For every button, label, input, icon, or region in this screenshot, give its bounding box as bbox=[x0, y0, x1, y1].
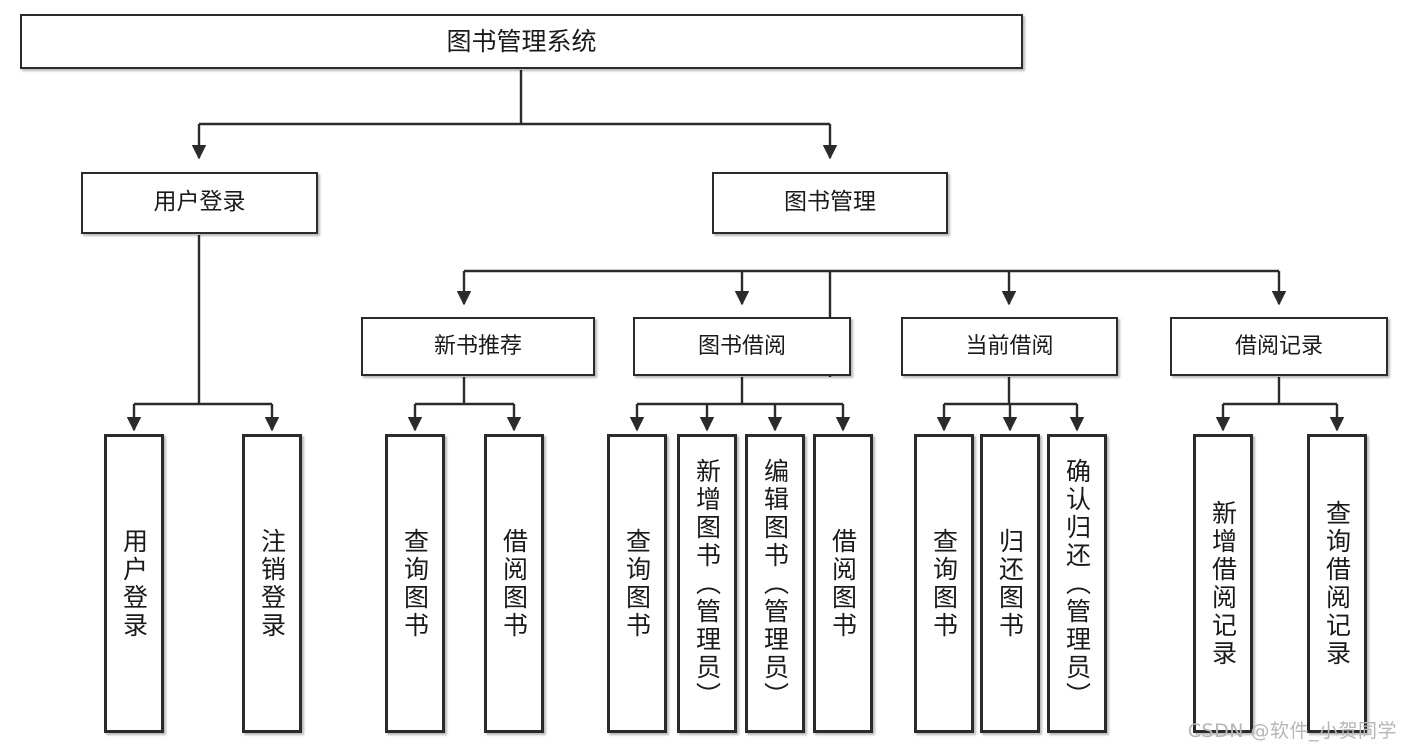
leaf-current-return-book[interactable]: 归还图书 bbox=[980, 434, 1040, 733]
node-label: 图书管理 bbox=[784, 189, 876, 216]
leaf-record-add-record[interactable]: 新增借阅记录 bbox=[1193, 434, 1253, 733]
node-label: 编辑图书（管理员） bbox=[760, 457, 790, 710]
node-label: 注销登录 bbox=[257, 527, 287, 640]
node-label: 查询图书 bbox=[622, 527, 652, 640]
leaf-current-query-book[interactable]: 查询图书 bbox=[914, 434, 974, 733]
leaf-recommend-query-book[interactable]: 查询图书 bbox=[385, 434, 445, 733]
node-label: 用户登录 bbox=[153, 189, 246, 216]
leaf-borrow-add-book-admin[interactable]: 新增图书（管理员） bbox=[677, 434, 737, 733]
node-book-management[interactable]: 图书管理 bbox=[712, 172, 948, 234]
node-label: 查询图书 bbox=[929, 527, 959, 640]
leaf-borrow-query-book[interactable]: 查询图书 bbox=[607, 434, 667, 733]
leaf-user-login-login[interactable]: 用户登录 bbox=[104, 434, 164, 733]
node-new-book-recommend[interactable]: 新书推荐 bbox=[361, 317, 595, 376]
node-label: 新书推荐 bbox=[433, 333, 522, 359]
node-label: 借阅图书 bbox=[499, 527, 529, 640]
node-root-system[interactable]: 图书管理系统 bbox=[20, 14, 1023, 69]
node-label: 当前借阅 bbox=[965, 333, 1054, 359]
node-label: 图书管理系统 bbox=[446, 26, 597, 56]
node-label: 借阅图书 bbox=[828, 527, 858, 640]
node-label: 图书借阅 bbox=[697, 333, 786, 359]
leaf-current-confirm-return-admin[interactable]: 确认归还（管理员） bbox=[1047, 434, 1107, 733]
leaf-record-query-record[interactable]: 查询借阅记录 bbox=[1307, 434, 1367, 733]
leaf-borrow-edit-book-admin[interactable]: 编辑图书（管理员） bbox=[745, 434, 805, 733]
leaf-recommend-borrow-book[interactable]: 借阅图书 bbox=[484, 434, 544, 733]
node-label: 确认归还（管理员） bbox=[1062, 457, 1092, 710]
node-label: 新增图书（管理员） bbox=[692, 457, 722, 710]
node-borrow-record[interactable]: 借阅记录 bbox=[1170, 317, 1388, 376]
node-label: 归还图书 bbox=[995, 527, 1025, 640]
node-label: 新增借阅记录 bbox=[1208, 499, 1238, 668]
node-current-borrow[interactable]: 当前借阅 bbox=[901, 317, 1118, 376]
node-label: 查询图书 bbox=[400, 527, 430, 640]
node-book-borrow[interactable]: 图书借阅 bbox=[633, 317, 851, 376]
leaf-borrow-borrow-book[interactable]: 借阅图书 bbox=[813, 434, 873, 733]
node-label: 查询借阅记录 bbox=[1322, 499, 1352, 668]
node-label: 用户登录 bbox=[119, 527, 149, 640]
node-user-login[interactable]: 用户登录 bbox=[81, 172, 318, 234]
node-label: 借阅记录 bbox=[1234, 333, 1323, 359]
leaf-user-login-logout[interactable]: 注销登录 bbox=[242, 434, 302, 733]
